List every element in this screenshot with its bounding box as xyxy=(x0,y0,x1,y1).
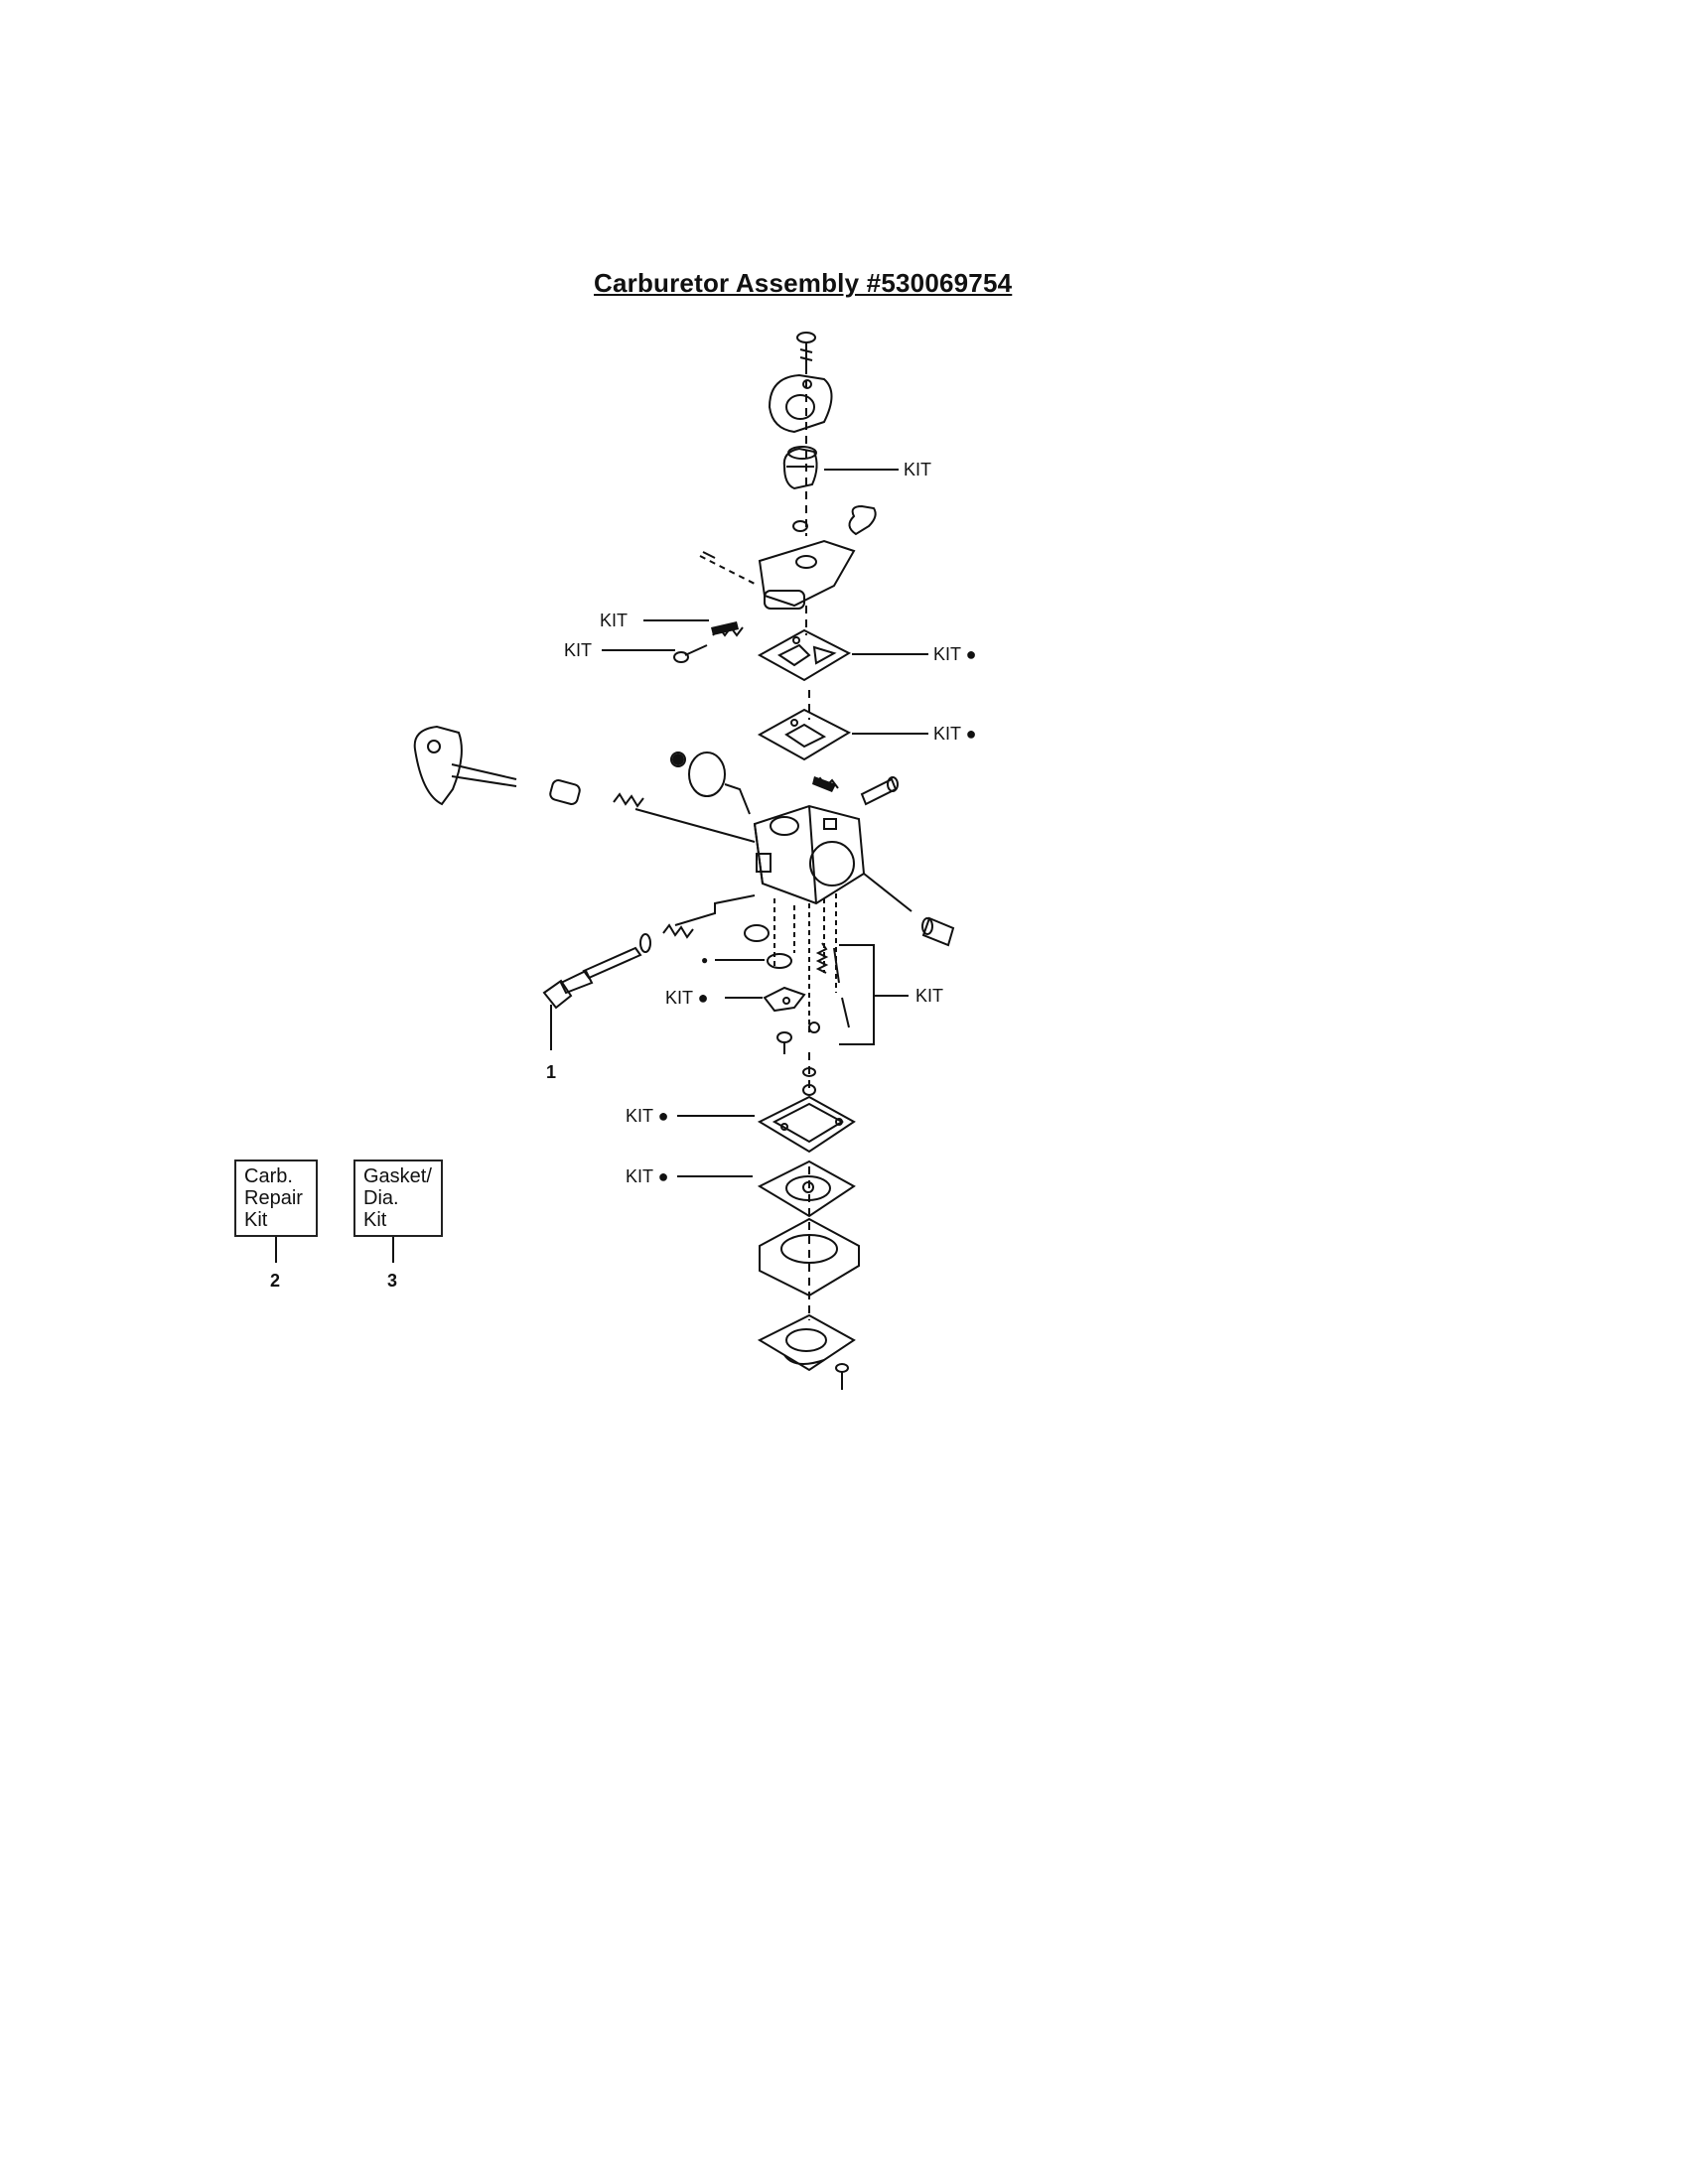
cover-plate xyxy=(768,373,833,434)
throttle-spring xyxy=(613,792,644,808)
choke-screw xyxy=(670,751,686,767)
needle-axis xyxy=(699,555,756,585)
label-kit-diaphragm: KIT ● xyxy=(626,1166,669,1186)
legend-carb-line1: Carb. xyxy=(244,1165,293,1187)
limiter-cap xyxy=(542,979,573,1050)
main-jet-screw xyxy=(921,916,955,947)
cover-screw xyxy=(835,1363,849,1390)
callout-1: 1 xyxy=(546,1062,557,1082)
metering-cover xyxy=(759,1217,860,1297)
top-screw xyxy=(796,332,816,367)
idle-screw-spring xyxy=(662,923,694,939)
leader-main-jet xyxy=(863,873,912,912)
label-kit-lever: KIT ● xyxy=(665,988,709,1008)
lever-screw-small xyxy=(808,1022,820,1033)
small-washer xyxy=(792,520,808,532)
choke-shaft-pin xyxy=(860,776,899,806)
body-pins xyxy=(773,893,837,1032)
filter-element xyxy=(782,446,818,490)
small-spring-fill xyxy=(711,621,739,635)
gasket-lower xyxy=(757,708,852,761)
pump-body xyxy=(758,539,856,610)
legend-carb-repair-kit: Carb. Repair Kit xyxy=(234,1160,318,1237)
metering-spring xyxy=(815,942,829,974)
label-kit-spring: KIT xyxy=(600,611,629,630)
legend-gasket-line2: Dia. xyxy=(363,1187,399,1209)
idle-washer xyxy=(639,933,651,953)
callout-3: 3 xyxy=(387,1271,398,1291)
lever-screw xyxy=(776,1031,792,1054)
legend-carb-line2: Repair xyxy=(244,1187,303,1209)
idle-adjust-screw xyxy=(559,946,642,995)
choke-leader xyxy=(724,783,751,815)
screw-small xyxy=(673,644,708,663)
choke-screw-head xyxy=(672,753,684,765)
legend-carb-line3: Kit xyxy=(244,1209,268,1231)
leader-throttle-body xyxy=(634,808,756,843)
label-dot-disk: ● xyxy=(701,953,709,967)
shaft-bushing xyxy=(549,779,581,805)
label-kit-gasket-lower: KIT ● xyxy=(933,724,977,744)
carburetor-body xyxy=(753,804,866,905)
legend-gasket-line1: Gasket/ xyxy=(363,1165,432,1187)
label-kit-screw: KIT xyxy=(564,640,593,660)
metering-diaphragm xyxy=(757,1160,856,1218)
leader-idle-screw xyxy=(674,894,756,926)
label-kit-gasket-upper: KIT ● xyxy=(933,644,977,664)
metering-lever xyxy=(763,986,806,1013)
inlet-needle xyxy=(833,947,850,1028)
needle xyxy=(702,551,716,559)
label-kit-bracket: KIT xyxy=(915,986,944,1006)
gasket-upper xyxy=(757,628,852,682)
legend-gasket-dia-kit: Gasket/ Dia. Kit xyxy=(353,1160,443,1237)
metering-disk-upper xyxy=(767,953,792,969)
label-kit-metering-gasket: KIT ● xyxy=(626,1106,669,1126)
choke-plate xyxy=(688,751,726,797)
legend-gasket-line3: Kit xyxy=(363,1209,387,1231)
fuel-elbow-fitting xyxy=(848,504,877,536)
diagram-title: Carburetor Assembly #530069754 xyxy=(594,268,1013,298)
o-ring-small xyxy=(802,1067,816,1077)
kit-bracket xyxy=(839,944,875,1045)
throttle-lever xyxy=(413,725,517,806)
label-kit-filter: KIT xyxy=(904,460,932,479)
callout-2: 2 xyxy=(270,1271,281,1291)
metering-gasket xyxy=(757,1095,856,1154)
pump-cover xyxy=(757,1313,856,1372)
idle-spring-fill xyxy=(812,776,836,792)
welch-plug xyxy=(744,924,770,942)
o-ring xyxy=(802,1084,816,1096)
